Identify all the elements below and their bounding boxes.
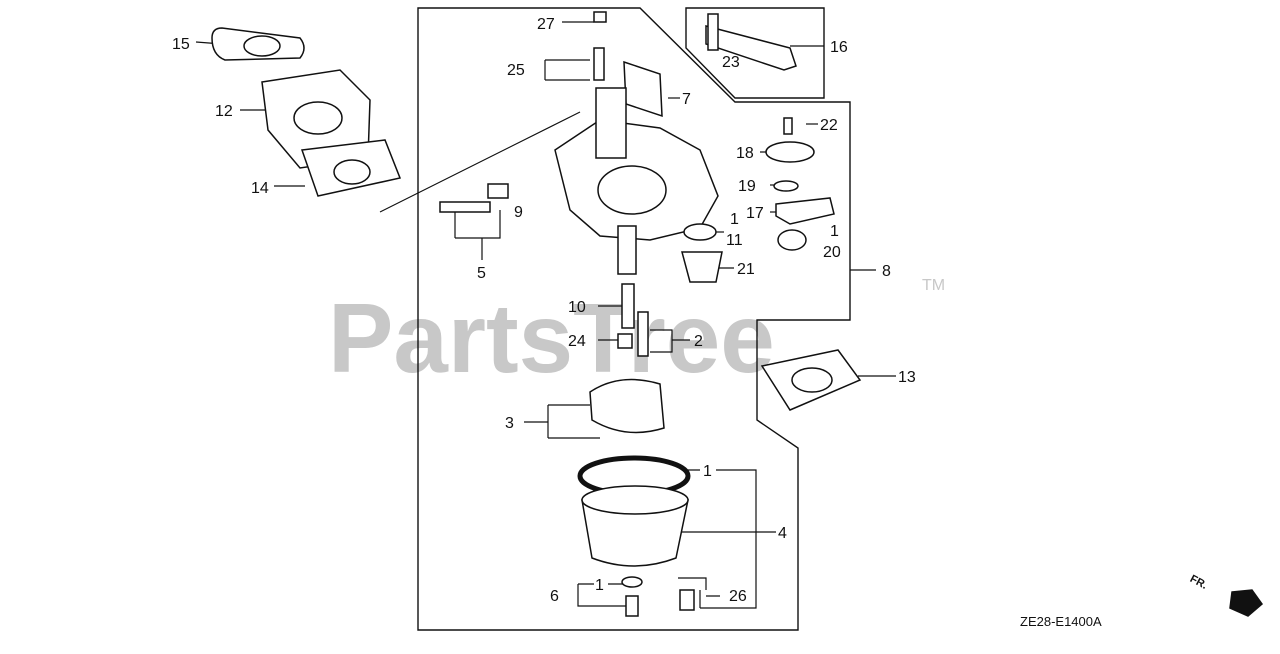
assembly-frame [417, 7, 851, 631]
leader-25 [544, 59, 590, 81]
callout-labels: 15 12 14 27 25 7 23 16 9 5 22 18 19 17 1… [172, 16, 916, 605]
callout-5: 5 [477, 265, 486, 282]
callout-1-carb: 1 [730, 211, 739, 228]
part-23-shaft [707, 13, 719, 51]
part-5-screw [439, 201, 491, 213]
frame-outline [417, 7, 851, 631]
part-14-hole [333, 159, 371, 185]
part-21-seat [681, 251, 723, 283]
callout-24: 24 [568, 333, 586, 350]
part-22-screw [783, 117, 793, 135]
carburetor-stem [617, 225, 637, 275]
part-27-screw [593, 11, 607, 23]
callout-1-nut: 1 [830, 223, 839, 240]
part-2-tube [637, 311, 649, 357]
part-16-lever [705, 25, 797, 71]
callout-22: 22 [820, 117, 838, 134]
watermark: PartsTree TM [328, 277, 945, 393]
direction-label: FR. [1188, 573, 1209, 592]
callout-13: 13 [898, 369, 916, 386]
carburetor-tower [595, 87, 627, 159]
part-20-nut [777, 229, 807, 251]
part-1-washer [621, 576, 643, 588]
diagram-code: ZE28-E1400A [1020, 614, 1102, 629]
part-18-cover [765, 141, 815, 163]
callout-1-bowl: 1 [703, 463, 712, 480]
watermark-tm: TM [922, 277, 945, 294]
part-12-bore [293, 101, 343, 135]
callout-20: 20 [823, 244, 841, 261]
watermark-text: PartsTree [328, 283, 775, 393]
callout-8: 8 [882, 263, 891, 280]
leader-1-26 [688, 469, 757, 609]
callout-15: 15 [172, 36, 190, 53]
part-10-jet [621, 283, 635, 329]
part-4-float-bowl [581, 499, 689, 567]
carburetor-bore [597, 165, 667, 215]
callout-16: 16 [830, 39, 848, 56]
callout-25: 25 [507, 62, 525, 79]
part-25-screw [593, 47, 605, 81]
callout-3: 3 [505, 415, 514, 432]
leader-26-top [678, 577, 720, 597]
callout-10: 10 [568, 299, 586, 316]
part-19-washer [773, 180, 799, 192]
part-26-screw [679, 589, 695, 611]
leader-6 [577, 583, 630, 607]
part-15-hole [243, 35, 281, 57]
leader-5 [454, 210, 501, 260]
callout-11: 11 [726, 232, 743, 249]
callout-27: 27 [537, 16, 555, 33]
part-sketches [211, 11, 1264, 617]
part-24-jet [617, 333, 633, 349]
callout-7: 7 [682, 91, 691, 108]
part-7-plate [623, 60, 663, 118]
callout-2: 2 [694, 333, 703, 350]
callout-17: 17 [746, 205, 764, 222]
leader-assembly [379, 111, 581, 213]
part-9-spring [487, 183, 509, 199]
part-3-float [589, 378, 665, 434]
callout-9: 9 [514, 204, 523, 221]
callout-18: 18 [736, 145, 754, 162]
part-17-lever [775, 197, 835, 225]
callout-14: 14 [251, 180, 269, 197]
callout-26: 26 [729, 588, 747, 605]
leader-2 [650, 329, 690, 353]
fr-arrow-icon [1229, 589, 1264, 617]
callout-1-drain: 1 [595, 577, 604, 594]
callout-12: 12 [215, 103, 233, 120]
part-4-bowl-rim [581, 485, 689, 515]
callout-4: 4 [778, 525, 787, 542]
part-6-bolt [625, 595, 639, 617]
leader-lines [195, 21, 896, 609]
part-11-oring [683, 223, 717, 241]
callout-23: 23 [722, 54, 740, 71]
callout-19: 19 [738, 178, 756, 195]
part-16-box [685, 7, 825, 99]
callout-6: 6 [550, 588, 559, 605]
leader-3 [524, 404, 600, 439]
part-13-hole [791, 367, 833, 393]
callout-21: 21 [737, 261, 755, 278]
